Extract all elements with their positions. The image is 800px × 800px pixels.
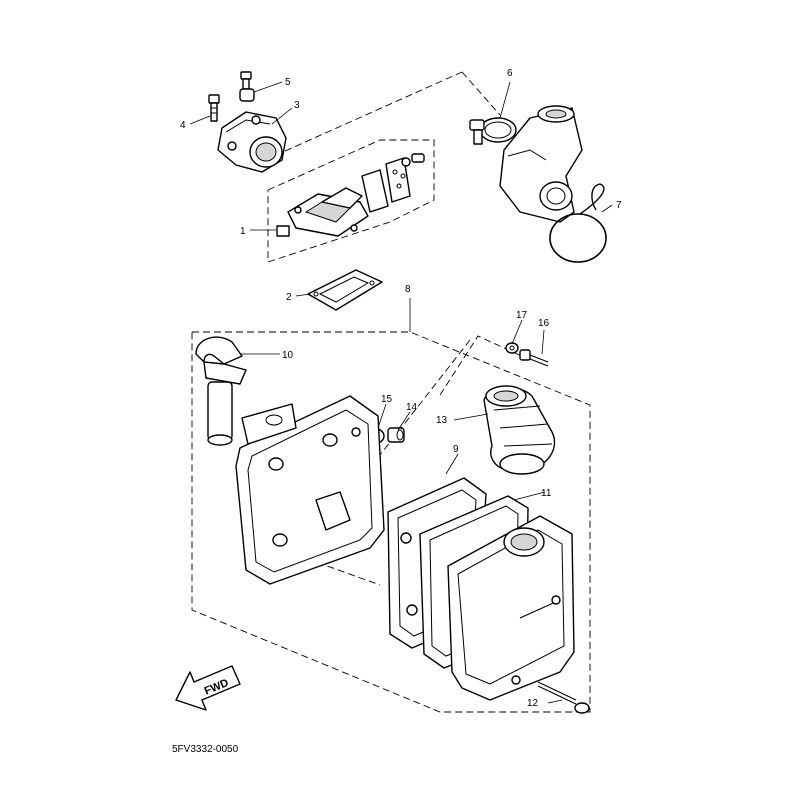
callout-10: 10 bbox=[282, 350, 294, 361]
callout-8: 8 bbox=[405, 284, 411, 295]
bolt-part-5 bbox=[239, 71, 255, 102]
air-cleaner-case bbox=[235, 395, 385, 585]
callout-9: 9 bbox=[453, 444, 459, 455]
washer-part-17 bbox=[505, 342, 519, 354]
callout-15: 15 bbox=[381, 394, 393, 405]
leader-lines bbox=[189, 81, 613, 704]
hose-clamp-part-6 bbox=[469, 117, 517, 145]
callout-13: 13 bbox=[436, 415, 448, 426]
intake-manifold-part-3 bbox=[217, 111, 287, 173]
callout-5: 5 bbox=[285, 77, 291, 88]
air-cleaner-cover bbox=[447, 515, 575, 701]
bolt-part-16 bbox=[519, 349, 549, 367]
carburetor-body bbox=[499, 105, 583, 223]
fwd-direction-arrow: FWD bbox=[175, 665, 241, 711]
joint-part-13 bbox=[483, 385, 556, 475]
callout-7: 7 bbox=[616, 200, 622, 211]
callout-11: 11 bbox=[541, 488, 552, 499]
diagram-code: 5FV3332-0050 bbox=[172, 744, 239, 755]
callout-17: 17 bbox=[516, 310, 528, 321]
callout-numbers: 1 2 3 4 5 6 7 8 9 10 11 12 13 14 15 16 1… bbox=[180, 68, 622, 709]
callout-12: 12 bbox=[527, 698, 539, 709]
callout-14: 14 bbox=[406, 402, 418, 413]
callout-3: 3 bbox=[294, 100, 300, 111]
callout-4: 4 bbox=[180, 120, 186, 131]
clip-ring-part-7 bbox=[549, 183, 607, 263]
callout-6: 6 bbox=[507, 68, 513, 79]
callout-2: 2 bbox=[286, 292, 292, 303]
callout-1: 1 bbox=[240, 226, 246, 237]
breather-pipe-part-10 bbox=[195, 336, 247, 446]
reed-valve-part-1 bbox=[276, 153, 425, 237]
gasket-part-2 bbox=[307, 269, 383, 311]
callout-16: 16 bbox=[538, 318, 550, 329]
bolt-part-4 bbox=[208, 94, 220, 122]
screw-part-12 bbox=[537, 681, 590, 714]
collar-part-14 bbox=[387, 427, 405, 443]
